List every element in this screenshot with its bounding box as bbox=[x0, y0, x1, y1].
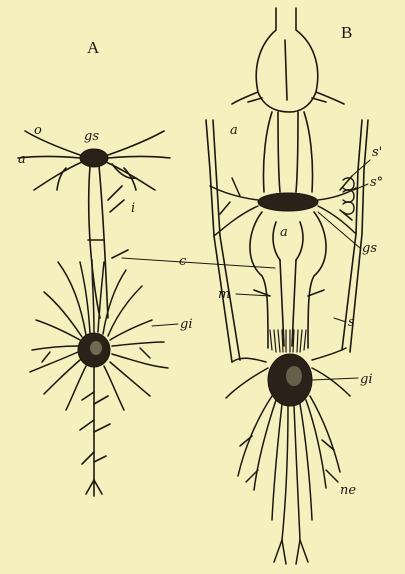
head-bulb-b bbox=[232, 8, 344, 112]
ganglion-gs-b bbox=[258, 193, 318, 211]
label-s-b: s bbox=[348, 315, 355, 330]
side-vessels-b bbox=[206, 120, 368, 362]
label-i-a: i bbox=[131, 201, 135, 216]
label-a-upper-b: a bbox=[230, 123, 238, 138]
leader-s bbox=[334, 318, 346, 322]
side-ganglia-b bbox=[343, 178, 354, 214]
label-a-a: a bbox=[18, 152, 26, 167]
ganglion-gi-a-highlight bbox=[90, 341, 102, 355]
label-gs-a: gs bbox=[84, 129, 99, 144]
label-ne-b: ne bbox=[340, 483, 356, 498]
upper-tube-b bbox=[263, 112, 312, 192]
leader-s2 bbox=[354, 184, 368, 190]
leader-gi-a bbox=[152, 324, 178, 326]
leader-lines bbox=[122, 160, 370, 380]
label-c-a: c bbox=[179, 254, 187, 269]
leader-s1 bbox=[352, 160, 370, 176]
leader-gi-b bbox=[312, 378, 358, 380]
panel-label-b: B bbox=[341, 23, 352, 42]
label-gs-b: gs bbox=[362, 241, 377, 256]
panel-label-a: A bbox=[87, 38, 100, 57]
tail-nerve-a bbox=[80, 367, 110, 496]
panel-a-drawing bbox=[18, 131, 170, 496]
label-gi-b: gi bbox=[360, 372, 372, 387]
panel-b-drawing bbox=[206, 8, 368, 564]
label-a-lower-b: a bbox=[280, 225, 288, 240]
label-s2-b: s° bbox=[370, 175, 383, 190]
ganglion-gi-b-highlight bbox=[286, 366, 302, 386]
label-m-b: m bbox=[218, 287, 230, 302]
pharynx-b bbox=[250, 212, 326, 348]
ventral-nerves-b bbox=[238, 396, 340, 564]
label-s1-b: s' bbox=[372, 145, 382, 160]
label-o-a: o bbox=[34, 123, 42, 138]
label-gi-a: gi bbox=[180, 317, 192, 332]
connectives-a bbox=[88, 166, 128, 318]
hatched-region-b bbox=[270, 330, 306, 352]
ganglion-gs-a bbox=[80, 149, 108, 167]
